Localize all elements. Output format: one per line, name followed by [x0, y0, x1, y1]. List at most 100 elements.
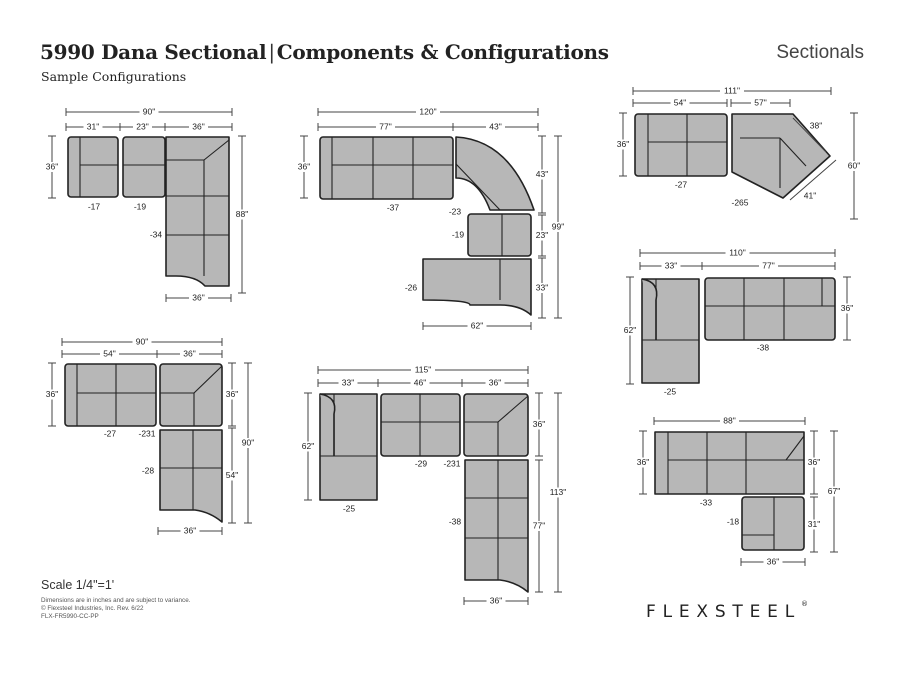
dimension-label-bg: [763, 557, 783, 567]
title-separator: |: [268, 40, 275, 64]
sofa-module: [731, 113, 831, 199]
seam-line: [779, 137, 807, 167]
copyright-text: © Flexsteel Industries, Inc. Rev. 6/22: [41, 605, 144, 612]
dimension-label: 36": [226, 389, 238, 399]
dimension-label-bg: [529, 419, 549, 430]
dimension-label-bg: [222, 389, 242, 400]
dimension-label-bg: [139, 107, 159, 117]
dimension-label: 31": [808, 519, 820, 529]
dimension-label: 77": [533, 520, 545, 530]
dimension-label-bg: [486, 596, 506, 606]
module-label: -19: [134, 201, 147, 211]
brand-name: FLEXSTEEL: [646, 602, 801, 622]
sofa-module: [634, 113, 728, 177]
dimension-label: 111": [724, 85, 740, 95]
module-label: -27: [675, 179, 688, 189]
dimension-label-bg: [661, 261, 681, 271]
dimension-label-bg: [532, 169, 552, 180]
dimension-label-bg: [837, 303, 857, 314]
dimension-label: 38": [810, 120, 822, 130]
config-2: 120"77"43"36"43"99"23"33"62"-37-23-19-26: [294, 106, 568, 331]
dimension-label: 54": [226, 470, 238, 480]
dimension-line: [792, 117, 827, 153]
dimension-label: 23": [136, 121, 148, 131]
dimension-label: 36": [617, 139, 629, 149]
dimension-line: [789, 159, 837, 201]
dimension-label: 54": [103, 348, 115, 358]
dimension-label-bg: [824, 486, 844, 497]
dimension-label-bg: [133, 122, 152, 132]
dimension-label-bg: [529, 521, 549, 531]
module-label: -231: [138, 428, 155, 438]
module-label: -18: [727, 516, 740, 526]
sofa-module: [67, 136, 119, 198]
dimension-label: 36": [533, 419, 545, 429]
dimension-label-bg: [759, 261, 778, 271]
dimension-label-bg: [376, 122, 395, 132]
sofa-module: [741, 496, 805, 551]
config-7: 88"36"36"67"31"36"-33-18: [633, 415, 844, 567]
dimension-label: 62": [471, 320, 483, 330]
module-label: -29: [415, 458, 428, 468]
seam-line: [785, 435, 805, 461]
dimension-label-bg: [485, 378, 505, 388]
sofa-module: [467, 213, 532, 257]
dimension-label-bg: [804, 457, 824, 468]
title-rest: Components & Configurations: [276, 40, 609, 64]
dimension-label: 90": [143, 106, 155, 116]
module-label: -17: [88, 201, 101, 211]
module-label: -25: [343, 503, 356, 513]
sofa-module: [122, 136, 166, 198]
dimension-label: 36": [192, 292, 204, 302]
seam-line: [193, 365, 223, 394]
dimension-label: 99": [552, 221, 564, 231]
dimension-label-bg: [532, 230, 552, 241]
dimension-label-bg: [222, 470, 242, 481]
dimension-label: 36": [767, 556, 779, 566]
sofa-module: [422, 258, 532, 316]
dimension-label: 31": [87, 121, 99, 131]
title-main: 5990 Dana Sectional: [40, 40, 267, 64]
dimension-label: 36": [192, 121, 204, 131]
dimension-label-bg: [189, 122, 208, 132]
config-6: 115"33"46"36"62"36"113"77"36"-25-29-231-…: [298, 364, 570, 606]
dimension-label: 36": [184, 525, 196, 535]
dimension-label-bg: [294, 162, 314, 172]
dimension-label-bg: [725, 248, 750, 258]
config-5: 90"54"36"36"36"90"54"36"-27-231-28: [42, 336, 258, 536]
config-4: 110"33"77"36"62"-38-25: [620, 247, 857, 396]
dimension-label-bg: [411, 365, 435, 375]
dimension-label: 77": [762, 260, 774, 270]
seam-line: [497, 395, 529, 423]
dimension-label: 67": [828, 486, 840, 496]
module-label: -25: [664, 386, 677, 396]
document-code: FLX-FR5990-CC-PP: [41, 613, 99, 620]
sofa-module: [165, 136, 230, 287]
dimension-label: 23": [536, 230, 548, 240]
category-label: Sectionals: [776, 42, 864, 63]
page-subtitle: Sample Configurations: [41, 69, 187, 84]
module-label: -33: [700, 497, 713, 507]
seam-line: [455, 163, 501, 211]
module-label: -27: [104, 428, 117, 438]
dimension-label: 36": [808, 457, 820, 467]
dimension-label: 54": [674, 97, 686, 107]
dimension-label-bg: [232, 209, 252, 220]
dimension-label-bg: [100, 349, 119, 359]
dimension-label-bg: [83, 122, 103, 132]
dimension-label: 57": [754, 97, 766, 107]
dimension-label: 90": [242, 437, 254, 447]
dimension-label-bg: [844, 161, 864, 171]
dimension-label-bg: [720, 416, 739, 426]
dimension-label: 36": [489, 377, 501, 387]
dimension-label-bg: [132, 337, 152, 347]
dimension-label: 46": [414, 377, 426, 387]
module-label: -28: [142, 465, 155, 475]
dimension-label: 77": [379, 121, 391, 131]
dimension-label: 36": [637, 457, 649, 467]
config-1: 90"31"23"36"36"88"36"-17-19-34: [42, 106, 252, 303]
dimension-label: 33": [665, 260, 677, 270]
module-label: -231: [443, 458, 460, 468]
dimension-label-bg: [467, 321, 487, 331]
dimension-label: 90": [136, 336, 148, 346]
